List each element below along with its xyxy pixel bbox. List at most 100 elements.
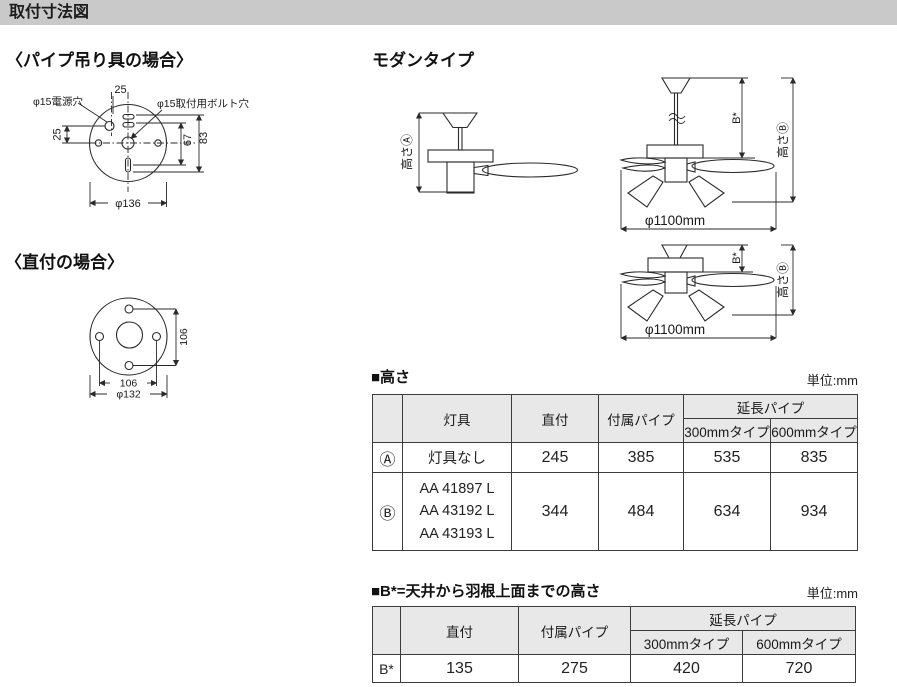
- blade-left-upper: [618, 157, 667, 165]
- row-bstar-direct: 135: [400, 654, 519, 683]
- row-a-direct: 245: [511, 442, 599, 473]
- row-b-600mm: 934: [770, 472, 858, 551]
- page-title: 取付寸法図: [9, 4, 90, 21]
- header-extension-pipe: 延長パイプ: [630, 606, 856, 631]
- table-row-bstar: B* 135 275 420 720: [372, 654, 856, 683]
- row-a-300mm: 535: [683, 442, 771, 473]
- lamp-model-1: AA 41897 L: [419, 480, 495, 497]
- slot-top-1: [122, 113, 135, 120]
- blade-right: [691, 272, 775, 288]
- dim-left-25: 25: [52, 128, 64, 140]
- center-hole: [115, 321, 144, 349]
- canopy: [661, 77, 691, 94]
- header-300mm: 300mmタイプ: [630, 630, 743, 655]
- row-b-mark: Ⓑ: [372, 472, 403, 551]
- header-extension-pipe: 延長パイプ: [683, 394, 858, 419]
- motor-body: [446, 161, 475, 194]
- header-600mm: 600mmタイプ: [742, 630, 856, 655]
- motor-housing: [427, 149, 494, 163]
- direct-mount-plate-diagram: 106 106 φ132: [89, 297, 190, 401]
- lamp-model-3: AA 43193 L: [419, 525, 495, 542]
- motor-body: [664, 271, 688, 294]
- blade-arm: [473, 164, 489, 177]
- plate-outline: [76, 92, 196, 192]
- lamp-left: [627, 175, 664, 208]
- diameter-label: φ1100mm: [645, 322, 705, 337]
- row-a-included-pipe: 385: [598, 442, 684, 473]
- side-hole-left: [94, 139, 103, 147]
- hole-right: [151, 331, 162, 342]
- row-bstar-mark: B*: [372, 654, 401, 683]
- header-direct: 直付: [511, 394, 599, 443]
- title-bar: 取付寸法図: [0, 0, 897, 25]
- slot-bottom: [124, 157, 132, 173]
- bstar-label: B*: [731, 111, 743, 123]
- blade-right: [691, 158, 775, 174]
- blade-left-lower: [620, 278, 667, 286]
- heading-pipe-mount: 〈パイプ吊り具の場合〉: [6, 51, 193, 70]
- blade-arm: [686, 275, 696, 287]
- blade-arm: [686, 161, 696, 173]
- hole-left: [94, 331, 105, 342]
- row-bstar-included-pipe: 275: [518, 654, 631, 683]
- bstar-table-title: ■B*=天井から羽根上面までの高さ: [371, 583, 601, 600]
- height-a-label: 高さⒶ: [399, 134, 414, 170]
- row-bstar-300mm: 420: [630, 654, 743, 683]
- bstar-table: 直付 付属パイプ 延長パイプ 300mmタイプ 600mmタイプ B* 135 …: [372, 606, 856, 683]
- lamp-model-2: AA 43192 L: [419, 503, 495, 520]
- motor-body: [664, 157, 688, 183]
- row-a-lamp: 灯具なし: [402, 442, 512, 473]
- row-a-600mm: 835: [770, 442, 858, 473]
- power-hole-label: φ15電源穴: [33, 95, 83, 108]
- motor-housing: [646, 144, 704, 159]
- diameter-label: φ1100mm: [645, 213, 705, 228]
- canopy: [441, 112, 479, 129]
- hole-top: [124, 304, 134, 314]
- canopy: [661, 244, 688, 259]
- dim-67: 67: [182, 134, 194, 146]
- pipe-break-mark: [668, 118, 686, 124]
- heading-direct-mount: 〈直付の場合〉: [5, 253, 124, 272]
- row-b-included-pipe: 484: [598, 472, 684, 551]
- dim-phi136: φ136: [115, 198, 141, 210]
- dimension-lines: [62, 96, 204, 207]
- fan-elevation-diagrams: 高さⒶ B* 高さⒷ φ1100mm: [399, 77, 797, 342]
- plate-holes: [94, 113, 162, 173]
- dim-106-vertical: 106: [178, 328, 190, 346]
- side-hole-right: [154, 139, 162, 147]
- hanger-pipe: [457, 126, 463, 151]
- height-table-title: ■高さ: [371, 369, 411, 386]
- slot-top-2: [122, 121, 135, 128]
- height-b-label: 高さⒷ: [775, 122, 790, 158]
- plate-outline: [89, 297, 168, 376]
- height-b-label: 高さⒷ: [775, 262, 790, 298]
- dim-top-25: 25: [114, 84, 126, 96]
- pipe-mount-plate-diagram: 25 25 67 83 φ136 φ15電源穴 φ15取付用ボルト穴: [33, 84, 249, 210]
- heading-modern-type: モダンタイプ: [372, 51, 474, 70]
- lamp-right: [688, 289, 725, 322]
- table-row-a: Ⓐ 灯具なし 245 385 535 835: [372, 442, 858, 473]
- hole-bottom: [124, 360, 134, 371]
- motor-housing: [647, 257, 704, 273]
- blade: [481, 162, 579, 178]
- dimension-lines: [89, 308, 180, 398]
- fan-direct-with-lamp: B* 高さⒷ φ1100mm: [618, 244, 797, 342]
- header-lamp: 灯具: [402, 394, 512, 443]
- blade-left-upper: [618, 271, 667, 279]
- bstar-label: B*: [731, 251, 743, 263]
- lamp-right: [688, 175, 725, 208]
- height-table: 灯具 直付 付属パイプ 延長パイプ 300mmタイプ 600mmタイプ Ⓐ 灯具…: [372, 394, 858, 551]
- header-300mm: 300mmタイプ: [683, 418, 771, 443]
- pipe-break-mark: [668, 113, 686, 119]
- fan-pipe-with-lamp: B* 高さⒷ φ1100mm: [618, 77, 797, 233]
- table-row-b: Ⓑ AA 41897 L AA 43192 L AA 43193 L 344 4…: [372, 472, 858, 551]
- row-b-300mm: 634: [683, 472, 771, 551]
- power-hole: [104, 120, 115, 132]
- row-bstar-600mm: 720: [742, 654, 856, 683]
- dim-phi132: φ132: [116, 389, 140, 401]
- header-included-pipe: 付属パイプ: [518, 606, 631, 655]
- lamp-left: [627, 289, 664, 322]
- row-a-mark: Ⓐ: [372, 442, 403, 473]
- dim-106-horizontal: 106: [120, 378, 138, 390]
